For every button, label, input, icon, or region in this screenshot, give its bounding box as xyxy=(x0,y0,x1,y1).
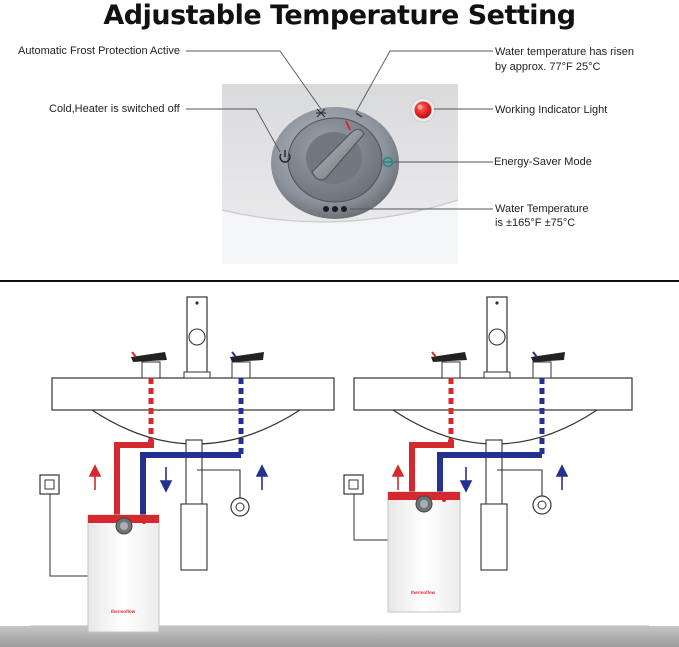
indicator-light-label: Working Indicator Light xyxy=(495,104,608,116)
energy-saver-label: Energy-Saver Mode xyxy=(494,156,592,168)
section-divider xyxy=(0,280,679,282)
eco-mode-icon xyxy=(382,156,394,168)
cold-arrow-up-icon xyxy=(255,464,269,490)
working-indicator-light xyxy=(410,97,436,123)
floor xyxy=(0,626,679,647)
temp-risen-label-line1: Water temperature has risen xyxy=(495,46,634,58)
frost-protection-label: Automatic Frost Protection Active xyxy=(18,45,181,57)
dial-marker-icon xyxy=(345,112,363,131)
heater-off-label: Cold,Heater is switched off xyxy=(49,103,180,115)
hot-arrow-up-icon xyxy=(391,464,405,490)
brand-logo-left: thermoflow xyxy=(111,609,136,614)
temperature-knob[interactable] xyxy=(306,128,365,184)
temp-risen-label-line2: by approx. 77°F 25°C xyxy=(495,61,601,73)
max-temp-label-line2: is ±165°F ±75°C xyxy=(495,217,576,229)
wall-socket xyxy=(39,474,60,495)
control-panel-photo xyxy=(221,84,459,264)
hot-arrow-up-icon xyxy=(88,464,102,490)
installation-left: thermoflow xyxy=(39,296,335,633)
page-title: Adjustable Temperature Setting xyxy=(103,0,576,31)
brand-logo-right: thermoflow xyxy=(411,590,436,595)
snowflake-icon xyxy=(316,108,326,118)
heat-dots-icon xyxy=(323,206,347,212)
cold-arrow-up-icon xyxy=(555,464,569,490)
max-temp-label-line1: Water Temperature xyxy=(495,203,589,215)
wall-socket xyxy=(343,474,364,495)
cold-arrow-down-icon xyxy=(459,467,473,493)
leader-lines xyxy=(186,50,493,210)
cold-arrow-down-icon xyxy=(159,467,173,493)
water-heater-left: thermoflow xyxy=(87,514,160,633)
power-icon xyxy=(279,150,291,163)
water-heater-right: thermoflow xyxy=(387,491,461,613)
installation-right: thermoflow xyxy=(343,296,633,613)
